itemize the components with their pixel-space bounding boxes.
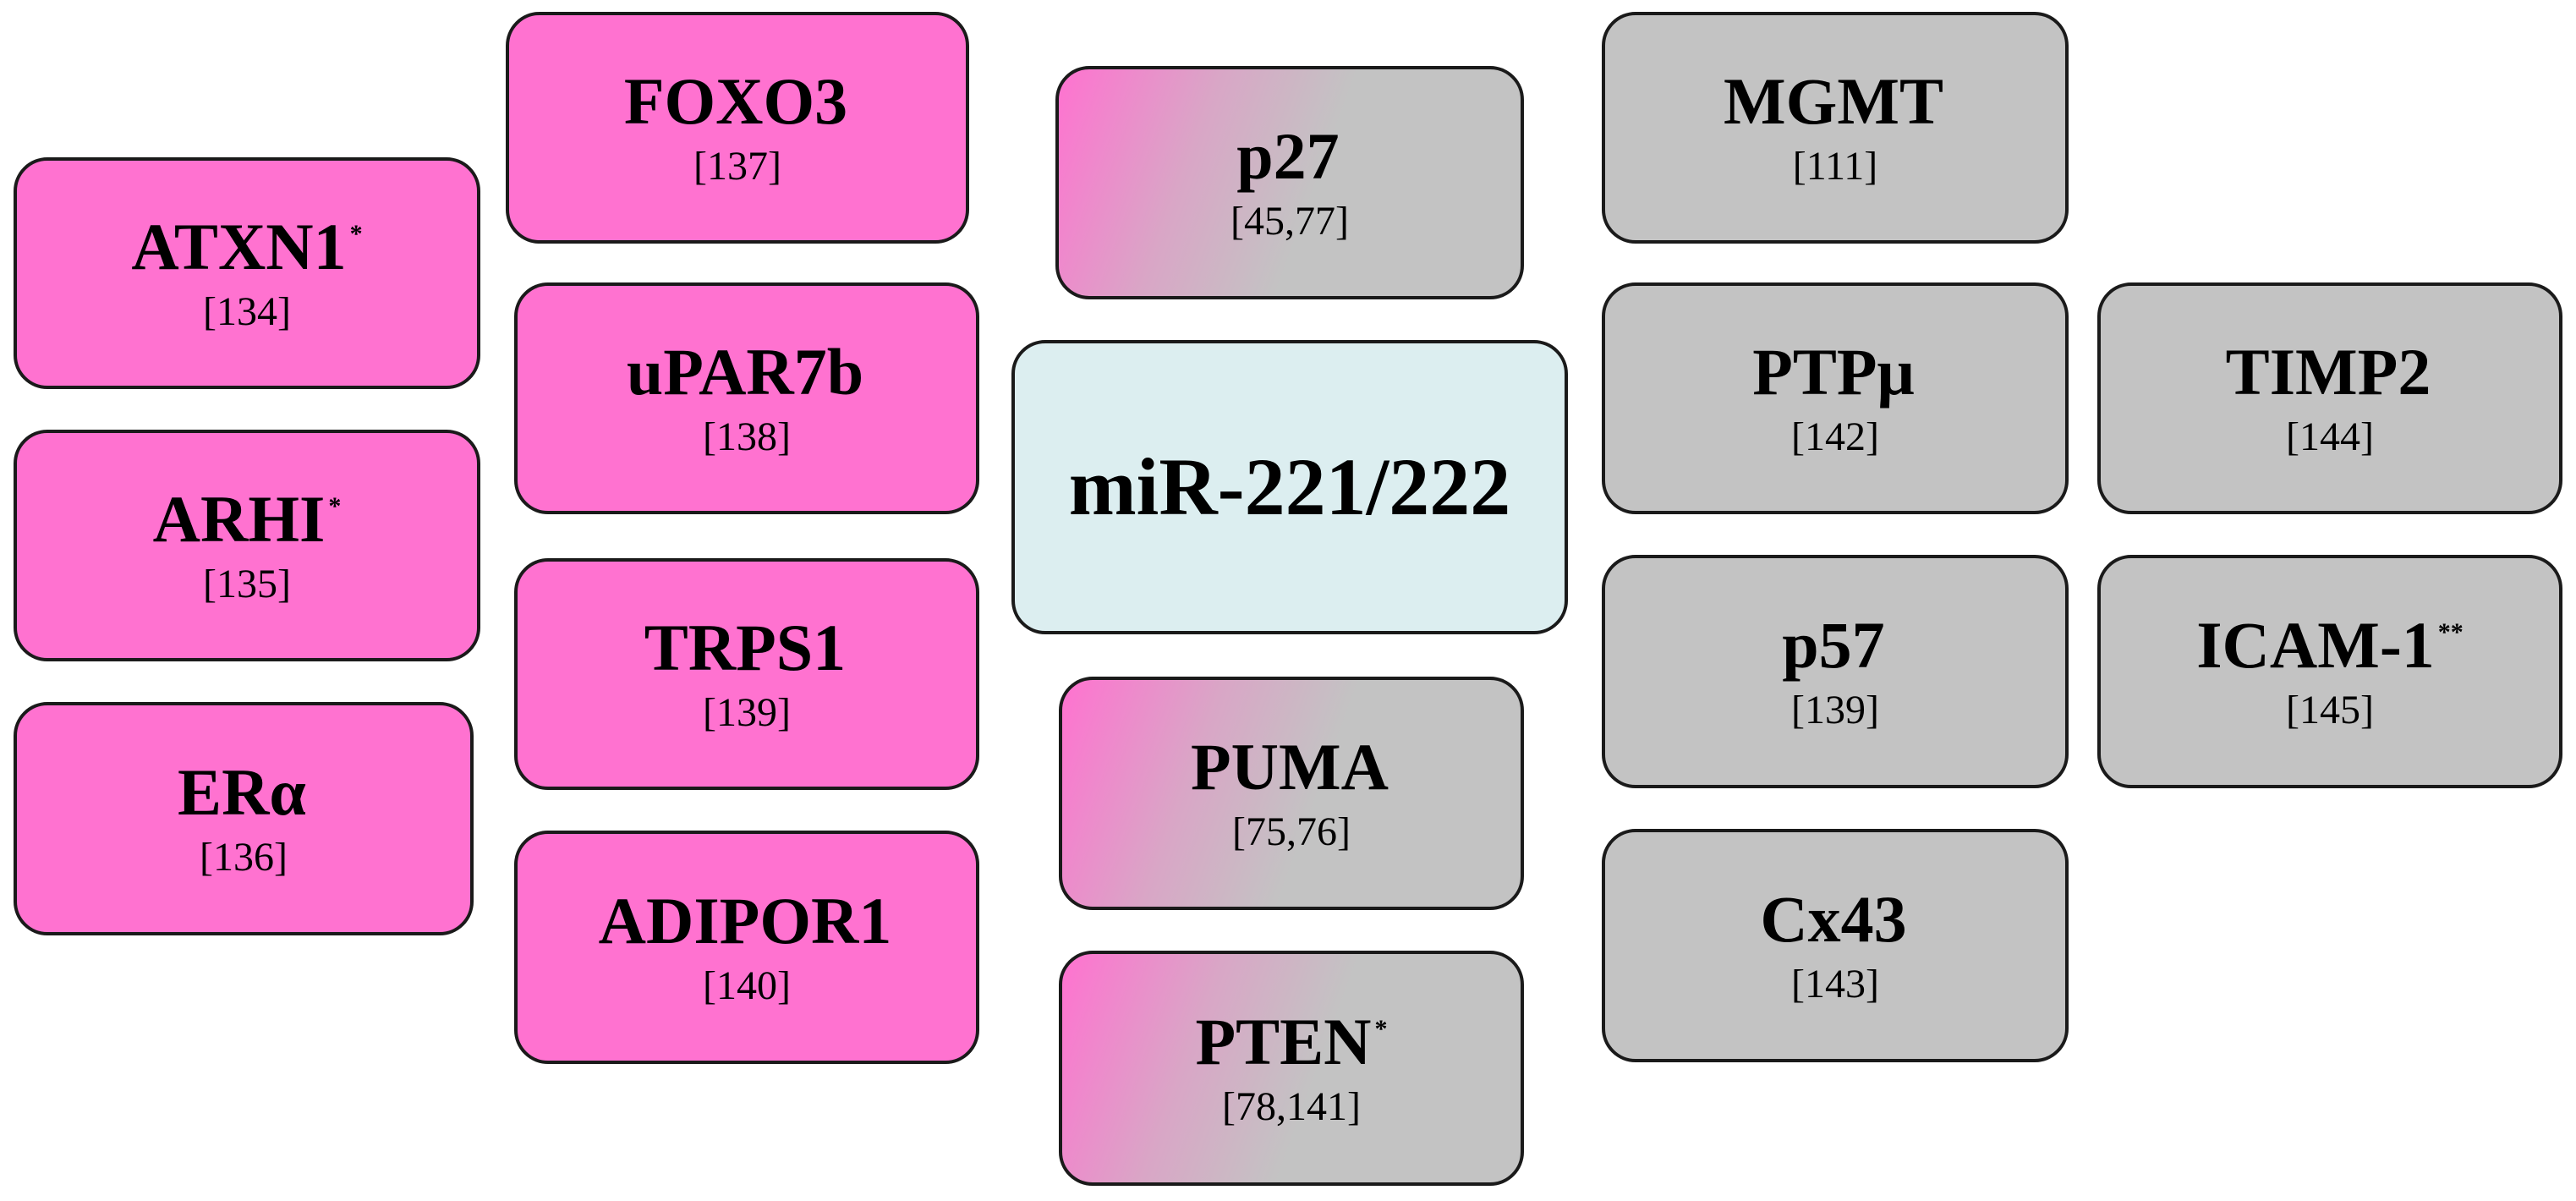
node-ref: [111] xyxy=(1792,144,1878,189)
node-p27: p27 [45,77] xyxy=(1055,66,1524,299)
node-name: uPAR7b xyxy=(626,335,864,409)
node-ref: [134] xyxy=(203,289,291,334)
node-ref: [139] xyxy=(1791,688,1879,732)
node-ref: [45,77] xyxy=(1230,199,1349,244)
node-name: TRPS1 xyxy=(644,611,847,684)
node-ref: [139] xyxy=(703,690,791,735)
node-name: ATXN1* xyxy=(131,210,363,283)
node-ref: [135] xyxy=(203,562,291,606)
node-name: PTEN* xyxy=(1195,1005,1388,1078)
node-p57: p57 [139] xyxy=(1602,555,2069,788)
node-name: FOXO3 xyxy=(623,64,848,138)
node-name: TIMP2 xyxy=(2225,335,2431,409)
node-ref: [144] xyxy=(2286,414,2374,459)
node-upar7b: uPAR7b [138] xyxy=(514,282,979,514)
node-ref: [140] xyxy=(703,963,791,1008)
node-trps1: TRPS1 [139] xyxy=(514,558,979,790)
node-name: ERα xyxy=(178,755,306,829)
node-name: ICAM-1** xyxy=(2196,608,2464,682)
node-name: p27 xyxy=(1236,119,1340,193)
node-arhi: ARHI* [135] xyxy=(14,430,480,661)
node-ref: [75,76] xyxy=(1232,809,1351,854)
node-adipor1: ADIPOR1 [140] xyxy=(514,831,979,1064)
node-ref: [143] xyxy=(1791,962,1879,1006)
node-ref: [137] xyxy=(693,144,781,189)
node-atxn1: ATXN1* [134] xyxy=(14,157,480,389)
node-name: Cx43 xyxy=(1760,882,1907,956)
node-icam1: ICAM-1** [145] xyxy=(2097,555,2562,788)
node-name: p57 xyxy=(1782,608,1885,682)
node-name: MGMT xyxy=(1724,64,1943,138)
node-puma: PUMA [75,76] xyxy=(1059,677,1524,910)
node-timp2: TIMP2 [144] xyxy=(2097,282,2562,514)
node-foxo3: FOXO3 [137] xyxy=(506,12,969,244)
center-label: miR-221/222 xyxy=(1068,441,1511,532)
node-name: ARHI* xyxy=(152,482,342,556)
node-ref: [136] xyxy=(200,835,288,880)
node-ptpmu: PTPμ [142] xyxy=(1602,282,2069,514)
node-ref: [138] xyxy=(703,414,791,459)
node-ref: [78,141] xyxy=(1222,1084,1361,1129)
node-ref: [145] xyxy=(2286,688,2374,732)
center-mirna-node: miR-221/222 xyxy=(1011,340,1568,634)
node-ref: [142] xyxy=(1791,414,1879,459)
node-cx43: Cx43 [143] xyxy=(1602,829,2069,1062)
node-name: PTPμ xyxy=(1752,335,1915,409)
node-name: PUMA xyxy=(1191,730,1389,803)
node-name: ADIPOR1 xyxy=(598,884,892,957)
node-pten: PTEN* [78,141] xyxy=(1059,951,1524,1186)
node-mgmt: MGMT [111] xyxy=(1602,12,2069,244)
node-era: ERα [136] xyxy=(14,702,474,935)
